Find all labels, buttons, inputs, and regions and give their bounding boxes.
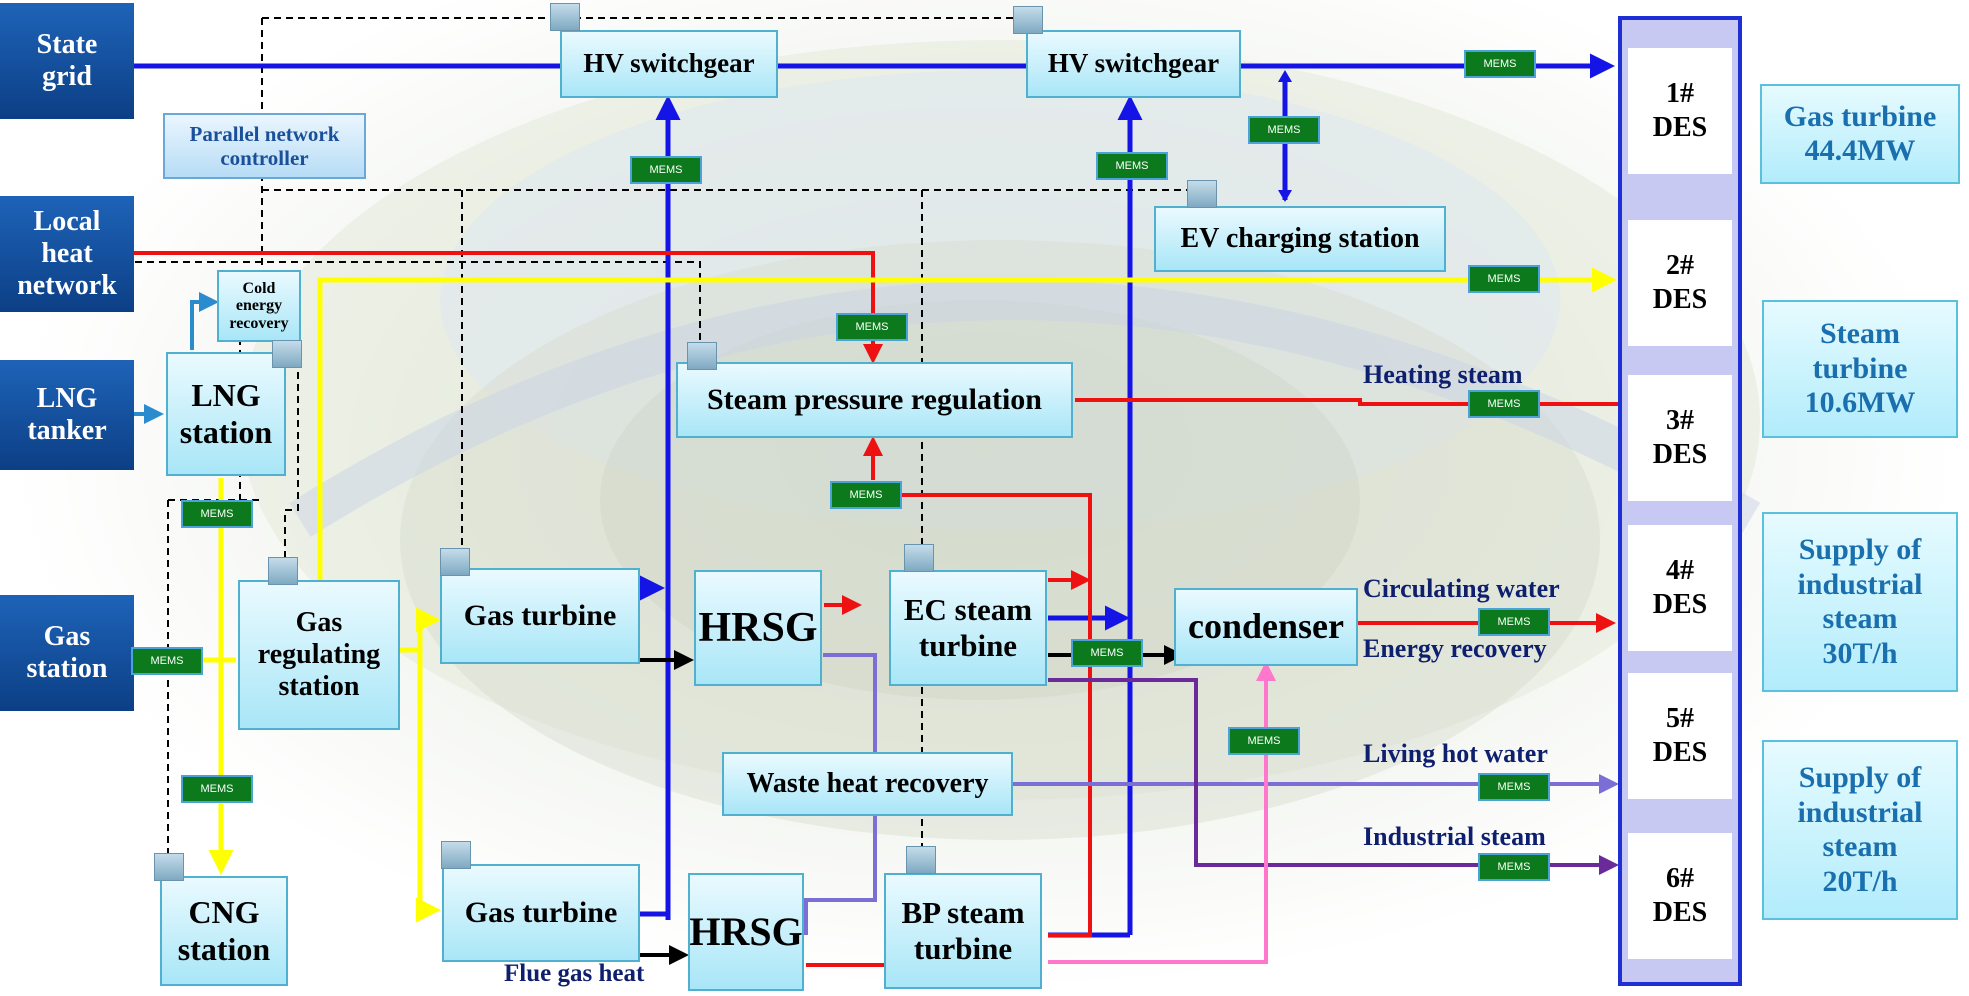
control-indicator-gas-turbine-bottom (441, 841, 471, 869)
condenser[interactable]: condenser (1174, 588, 1358, 666)
hv-switchgear-1[interactable]: HV switchgear (560, 30, 778, 98)
mems-badge-switchgear-2[interactable]: MEMS (1096, 152, 1168, 180)
circulating-water-label: Circulating water (1363, 574, 1560, 603)
local-heat-network-source[interactable]: Local heat network (0, 196, 134, 312)
control-indicator-gas-regulating (268, 557, 298, 585)
lng-tanker-source[interactable]: LNG tanker (0, 360, 134, 470)
lng-station[interactable]: LNG station (166, 352, 286, 476)
capacity-industrial-steam-30: Supply of industrial steam 30T/h (1762, 512, 1958, 692)
mems-badge-cng[interactable]: MEMS (181, 775, 253, 803)
gas-station-source[interactable]: Gas station (0, 595, 134, 711)
mems-badge-heat-network[interactable]: MEMS (836, 313, 908, 341)
control-indicator-lng (272, 340, 302, 368)
control-indicator-switchgear-2 (1013, 6, 1043, 34)
heating-steam-label: Heating steam (1363, 360, 1523, 389)
mems-badge-steam-regulation[interactable]: MEMS (830, 481, 902, 509)
mems-badge-heating-steam[interactable]: MEMS (1468, 390, 1540, 418)
des-unit-1[interactable]: 1# DES (1628, 48, 1732, 174)
mems-badge-condensate[interactable]: MEMS (1228, 727, 1300, 755)
living-hot-water-label: Living hot water (1363, 739, 1548, 768)
des-unit-6[interactable]: 6# DES (1628, 833, 1732, 959)
industrial-steam-label: Industrial steam (1363, 822, 1546, 851)
control-indicator-steam-pressure (687, 342, 717, 370)
control-indicator-cng (154, 853, 184, 881)
control-indicator-ec-turbine (904, 544, 934, 572)
mems-badge-ev[interactable]: MEMS (1248, 116, 1320, 144)
mems-badge-gas-supply[interactable]: MEMS (1468, 265, 1540, 293)
mems-badge-living-hot-water[interactable]: MEMS (1478, 773, 1550, 801)
des-unit-4[interactable]: 4# DES (1628, 525, 1732, 651)
waste-heat-recovery[interactable]: Waste heat recovery (722, 752, 1013, 816)
hrsg-bottom[interactable]: HRSG (688, 873, 804, 991)
mems-badge-gt-top[interactable]: MEMS (630, 156, 702, 184)
hv-switchgear-2[interactable]: HV switchgear (1026, 30, 1241, 98)
parallel-network-controller[interactable]: Parallel network controller (163, 113, 366, 179)
des-unit-3[interactable]: 3# DES (1628, 375, 1732, 501)
cold-energy-recovery[interactable]: Cold energy recovery (217, 270, 301, 342)
mems-badge-condenser-link[interactable]: MEMS (1071, 639, 1143, 667)
control-indicator-gas-turbine-top (440, 548, 470, 576)
state-grid-source[interactable]: State grid (0, 3, 134, 119)
steam-pressure-regulation[interactable]: Steam pressure regulation (676, 362, 1073, 438)
capacity-industrial-steam-20: Supply of industrial steam 20T/h (1762, 740, 1958, 920)
control-indicator-bp-turbine (906, 846, 936, 874)
energy-recovery-label: Energy recovery (1363, 634, 1547, 663)
ev-charging-station[interactable]: EV charging station (1154, 206, 1446, 272)
des-unit-2[interactable]: 2# DES (1628, 220, 1732, 346)
flue-gas-heat-label: Flue gas heat (504, 960, 645, 987)
des-unit-5[interactable]: 5# DES (1628, 673, 1732, 799)
gas-turbine-top[interactable]: Gas turbine (440, 568, 640, 664)
cng-station[interactable]: CNG station (160, 876, 288, 986)
mems-badge-gas-station[interactable]: MEMS (131, 647, 203, 675)
control-indicator-switchgear-1 (550, 3, 580, 31)
des-panel (1618, 16, 1742, 986)
mems-badge-industrial-steam[interactable]: MEMS (1478, 853, 1550, 881)
mems-badge-lng[interactable]: MEMS (181, 500, 253, 528)
mems-badge-circulating-water[interactable]: MEMS (1478, 608, 1550, 636)
hrsg-top[interactable]: HRSG (694, 570, 822, 686)
gas-turbine-bottom[interactable]: Gas turbine (442, 864, 640, 962)
ec-steam-turbine[interactable]: EC steam turbine (889, 570, 1047, 686)
control-indicator-ev (1187, 180, 1217, 208)
mems-badge-grid-out[interactable]: MEMS (1464, 50, 1536, 78)
gas-regulating-station[interactable]: Gas regulating station (238, 580, 400, 730)
capacity-gas-turbine: Gas turbine 44.4MW (1760, 84, 1960, 184)
capacity-steam-turbine: Steam turbine 10.6MW (1762, 300, 1958, 438)
bp-steam-turbine[interactable]: BP steam turbine (884, 873, 1042, 989)
